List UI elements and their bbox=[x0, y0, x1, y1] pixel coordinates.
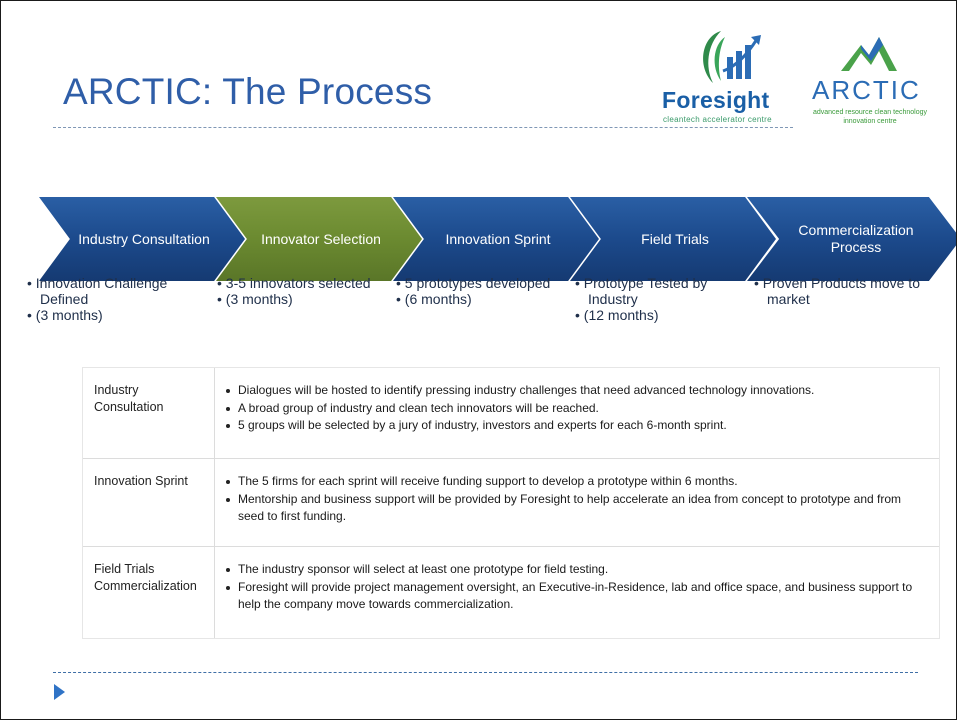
foresight-tagline: cleantech accelerator centre bbox=[663, 115, 772, 124]
stage-bullet: Innovation Challenge Defined bbox=[27, 275, 207, 307]
stage-label: Industry Consultation bbox=[78, 230, 210, 247]
stage-label: Commercialization Process bbox=[798, 222, 914, 255]
stage-label: Field Trials bbox=[641, 230, 709, 247]
arctic-tagline: advanced resource clean technology innov… bbox=[812, 109, 928, 125]
stage-duration: (3 months) bbox=[217, 291, 377, 307]
list-item: The 5 firms for each sprint will receive… bbox=[224, 473, 924, 491]
list-item: The industry sponsor will select at leas… bbox=[224, 561, 924, 579]
play-arrow-icon bbox=[54, 684, 65, 700]
mountain-icon bbox=[841, 37, 897, 71]
list-item: Foresight will provide project managemen… bbox=[224, 579, 924, 614]
stage-bullets-industry-consultation: Innovation Challenge Defined (3 months) bbox=[27, 275, 207, 323]
stage-label: Innovator Selection bbox=[261, 230, 381, 247]
stage-bullets-field-trials: Prototype Tested by Industry (12 months) bbox=[575, 275, 740, 323]
arctic-logo: ARCTIC advanced resource clean technolog… bbox=[811, 23, 931, 129]
stage-bullets-commercialization: Proven Products move to market bbox=[754, 275, 934, 307]
row-items: The industry sponsor will select at leas… bbox=[224, 561, 924, 614]
stage-chevron-innovator-selection: Innovator Selection bbox=[216, 197, 422, 281]
foresight-logo: Foresight cleantech accelerator centre bbox=[659, 27, 791, 127]
title-divider bbox=[53, 127, 793, 128]
slide-title: ARCTIC: The Process bbox=[63, 71, 433, 112]
stage-bullet: 5 prototypes developed bbox=[396, 275, 556, 291]
table-row: Innovation Sprint The 5 firms for each s… bbox=[83, 459, 939, 547]
stage-bullets-innovator-selection: 3-5 innovators selected (3 months) bbox=[217, 275, 377, 307]
stage-bullet: Proven Products move to market bbox=[754, 275, 934, 307]
row-items: The 5 firms for each sprint will receive… bbox=[224, 473, 924, 526]
stage-label: Innovation Sprint bbox=[445, 230, 551, 247]
stage-bullet: 3-5 innovators selected bbox=[217, 275, 377, 291]
list-item: 5 groups will be selected by a jury of i… bbox=[224, 417, 924, 435]
column-divider bbox=[214, 368, 215, 638]
footer-divider bbox=[53, 672, 918, 673]
stage-chevron-industry-consultation: Industry Consultation bbox=[39, 197, 245, 281]
foresight-wordmark: Foresight bbox=[662, 87, 770, 113]
foresight-emblem-icon bbox=[703, 31, 761, 83]
stage-bullets-innovation-sprint: 5 prototypes developed (6 months) bbox=[396, 275, 556, 307]
row-items: Dialogues will be hosted to identify pre… bbox=[224, 382, 924, 435]
row-label: Industry Consultation bbox=[94, 383, 164, 414]
arctic-wordmark: ARCTIC bbox=[812, 75, 921, 105]
list-item: Mentorship and business support will be … bbox=[224, 491, 924, 526]
stage-bullet: Prototype Tested by Industry bbox=[575, 275, 740, 307]
stage-chevron-field-trials: Field Trials bbox=[570, 197, 776, 281]
stage-chevron-commercialization: Commercialization Process bbox=[747, 197, 956, 281]
row-label: Field Trials Commercialization bbox=[94, 562, 197, 593]
list-item: Dialogues will be hosted to identify pre… bbox=[224, 382, 924, 400]
stage-duration: (12 months) bbox=[575, 307, 740, 323]
stage-duration: (3 months) bbox=[27, 307, 207, 323]
process-detail-table: Industry Consultation Dialogues will be … bbox=[82, 367, 940, 639]
list-item: A broad group of industry and clean tech… bbox=[224, 400, 924, 418]
stage-duration: (6 months) bbox=[396, 291, 556, 307]
stage-chevron-innovation-sprint: Innovation Sprint bbox=[393, 197, 599, 281]
table-row: Field Trials Commercialization The indus… bbox=[83, 547, 939, 637]
row-label: Innovation Sprint bbox=[94, 474, 188, 488]
table-row: Industry Consultation Dialogues will be … bbox=[83, 368, 939, 459]
